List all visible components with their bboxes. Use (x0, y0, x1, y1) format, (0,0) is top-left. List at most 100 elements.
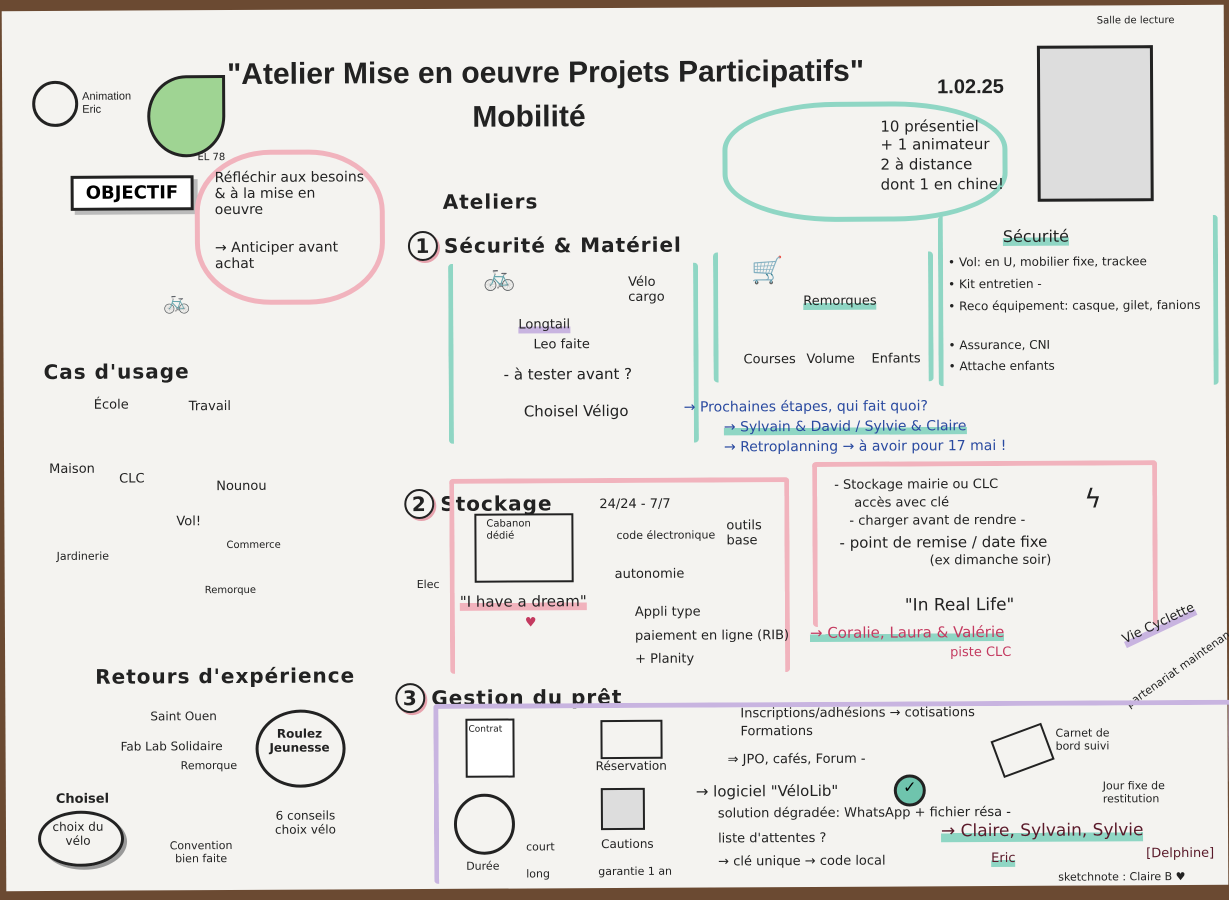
securite-item-5: • Attache enfants (948, 358, 1055, 374)
box-line-4: - point de remise / date fixe (839, 532, 1048, 552)
box-line-1: - Stockage mairie ou CLC (834, 476, 999, 493)
gestion-line-5: solution dégradée: WhatsApp + fichier ré… (717, 804, 1011, 822)
place-clc: CLC (119, 471, 145, 487)
ateliers-title: Ateliers (442, 189, 539, 214)
bike-trailer-icon: 🚲 (163, 290, 191, 316)
cautions: Cautions (601, 836, 654, 852)
elec: Elec (416, 577, 440, 592)
sketchnote-paper: "Atelier Mise en oeuvre Projets Particip… (1, 4, 1229, 892)
next-steps-retro: → Retroplanning → à avoir pour 17 mai ! (723, 437, 1007, 456)
leo-faite: Leo faite (533, 337, 590, 353)
gestion-line-6: liste d'attentes ? (718, 830, 827, 847)
place-maison: Maison (49, 461, 95, 477)
gestion-eric: Eric (991, 850, 1016, 867)
cas-usage-title: Cas d'usage (43, 359, 190, 384)
lightning-icon: ϟ (1084, 484, 1102, 515)
garantie: garantie 1 an (598, 864, 673, 879)
longtail: Longtail (518, 317, 571, 334)
code-electronique: code électronique (616, 528, 716, 542)
securite-item-4: • Assurance, CNI (948, 337, 1051, 353)
gestion-people: → Claire, Sylvain, Sylvie (940, 820, 1144, 842)
box-line-3: - charger avant de rendre - (849, 512, 1026, 529)
securite-item-1: • Vol: en U, mobilier fixe, trackee (947, 254, 1147, 270)
salle-label: Salle de lecture (1096, 15, 1175, 27)
securite-title: Sécurité (1002, 226, 1070, 247)
section-3-number: 3 (395, 682, 426, 714)
animator-portrait-icon (32, 80, 79, 128)
appli-type: Appli type (634, 604, 701, 620)
section-2-number: 2 (404, 488, 435, 520)
check-icon: ✓ (893, 774, 926, 807)
retour-choisel: Choisel (55, 791, 110, 807)
long: long (526, 867, 551, 881)
place-ecole: École (93, 397, 129, 413)
section-1-number: 1 (407, 230, 439, 262)
cargo-bike-icon: 🚲 (483, 262, 516, 293)
carnet: Carnet de bord suivi (1055, 726, 1110, 753)
autonomie: autonomie (614, 566, 685, 583)
retour-choix: choix du vélo (52, 819, 104, 848)
piste-clc: piste CLC (950, 644, 1012, 661)
jour-fixe: Jour fixe de restitution (1102, 779, 1165, 806)
place-jardinerie: Jardinerie (56, 549, 110, 563)
duree: Durée (466, 859, 500, 873)
retour-remorque: Remorque (180, 758, 238, 773)
remorques: Remorques (803, 293, 877, 310)
gestion-line-7: → clé unique → code local (718, 853, 886, 870)
retour-saint-ouen: Saint Ouen (150, 709, 217, 724)
attendance-2: + 1 animateur (880, 135, 990, 154)
i-have-a-dream: "I have a dream" (459, 592, 587, 612)
calendar-icon (600, 719, 663, 760)
gestion-delphine: [Delphine] (1146, 845, 1215, 862)
next-steps-title: → Prochaines étapes, qui fait quoi? (683, 398, 928, 416)
cabanon: Cabanon dédié (486, 518, 531, 542)
clock-icon (453, 793, 516, 855)
gestion-line-2: Formations (740, 723, 813, 740)
date: 1.02.25 (937, 75, 1004, 99)
remorque-courses: Courses (743, 352, 796, 368)
section-1-label: Sécurité & Matériel (443, 232, 682, 258)
remorque-enfants: Enfants (871, 351, 921, 367)
logo-leaf-icon (147, 75, 226, 158)
choisel-veligo: Choisel Véligo (523, 401, 629, 421)
objectif-sign: OBJECTIF (70, 175, 194, 211)
attendance-4: dont 1 en chine! (880, 174, 1005, 194)
securite-item-2: • Kit entretien - (948, 276, 1042, 292)
credit: sketchnote : Claire B ♥ (1058, 870, 1186, 884)
animator-label: Animation Eric (82, 90, 132, 116)
building-drawing-icon (1036, 45, 1154, 202)
place-nounou: Nounou (216, 478, 267, 495)
retour-convention: Convention bien faite (169, 839, 233, 865)
title: "Atelier Mise en oeuvre Projets Particip… (226, 54, 865, 92)
paiement: paiement en ligne (RIB) (634, 628, 790, 644)
logo-text: EL 78 (197, 152, 226, 164)
place-travail: Travail (188, 399, 232, 415)
place-remorque: Remorque (204, 584, 257, 597)
hours: 24/24 - 7/7 (599, 496, 671, 513)
retour-conseils: 6 conseils choix vélo (274, 808, 337, 837)
box-line-2: accès avec clé (854, 495, 950, 511)
place-vol: Vol! (176, 514, 202, 530)
court: court (526, 840, 555, 854)
securite-item-3: • Reco équipement: casque, gilet, fanion… (948, 297, 1201, 314)
objectif-item-2: → Anticiper avant achat (214, 239, 339, 273)
contrat: Contrat (468, 724, 503, 735)
retour-fablab: Fab Lab Solidaire (120, 739, 223, 754)
heart-icon: ♥ (524, 615, 537, 631)
attendance-1: 10 présentiel (880, 117, 979, 136)
subtitle: Mobilité (472, 100, 586, 134)
next-steps-who: → Sylvain & David / Sylvie & Claire (723, 418, 967, 436)
trailer-icon: 🛒 (750, 256, 784, 287)
safe-icon (600, 787, 645, 831)
retour-roulez: Roulez Jeunesse (269, 726, 330, 755)
gestion-line-3: ⇒ JPO, cafés, Forum - (727, 751, 866, 768)
gestion-line-4: → logiciel "VéloLib" (695, 781, 839, 801)
gestion-line-1: Inscriptions/adhésions → cotisations (740, 705, 975, 722)
velo-cargo: Vélo cargo (628, 274, 665, 305)
place-commerce: Commerce (226, 539, 281, 552)
reservation: Réservation (595, 758, 667, 774)
attendance-3: 2 à distance (880, 155, 973, 174)
box-line-5: (ex dimanche soir) (929, 552, 1052, 569)
outils-base: outils base (726, 518, 762, 549)
